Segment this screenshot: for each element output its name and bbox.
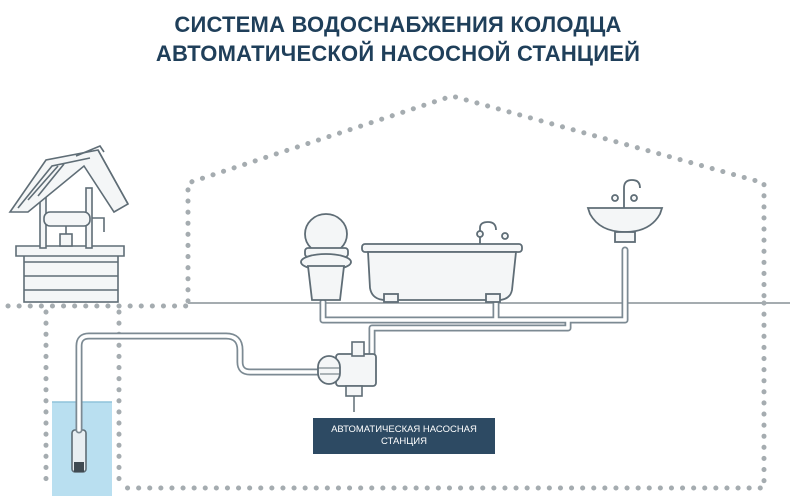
distribution-pipes [319, 246, 629, 366]
toilet-icon [300, 213, 352, 301]
title-line-2: АВТОМАТИЧЕСКОЙ НАСОСНОЙ СТАНЦИЕЙ [155, 41, 641, 66]
sink-icon [586, 179, 664, 243]
callout-line-2: СТАНЦИЯ [381, 436, 427, 447]
pump-icon [317, 341, 377, 412]
title-line-1: СИСТЕМА ВОДОСНАБЖЕНИЯ КОЛОДЦА [174, 12, 622, 37]
bathtub-icon [361, 221, 523, 303]
submersible-pump-icon [71, 429, 87, 473]
callout-line-1: АВТОМАТИЧЕСКАЯ НАСОСНАЯ [331, 424, 477, 435]
suction-pipe [75, 332, 322, 434]
diagram-title: СИСТЕМА ВОДОСНАБЖЕНИЯ КОЛОДЦА АВТОМАТИЧЕ… [0, 10, 796, 68]
well-icon [8, 145, 130, 303]
house-outline [185, 93, 767, 304]
pump-station-callout: АВТОМАТИЧЕСКАЯ НАСОСНАЯ СТАНЦИЯ [313, 418, 495, 454]
